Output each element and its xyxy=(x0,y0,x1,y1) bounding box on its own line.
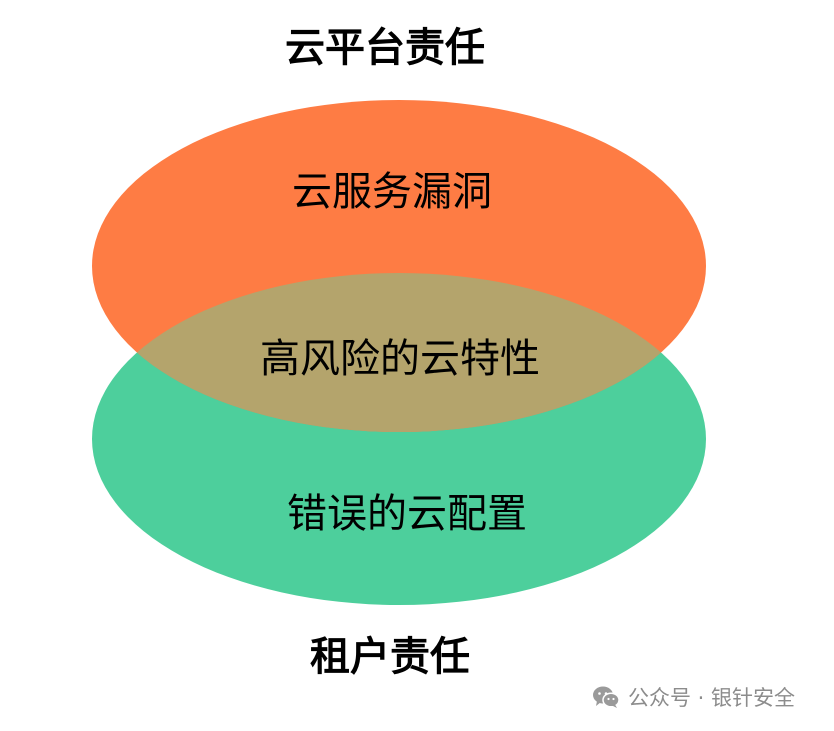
top-region-label: 云服务漏洞 xyxy=(292,169,492,215)
bottom-heading: 租户责任 xyxy=(310,634,470,680)
bottom-region-label: 错误的云配置 xyxy=(287,491,527,537)
overlap-region-label: 高风险的云特性 xyxy=(260,336,540,382)
overlap-region xyxy=(92,273,706,432)
wechat-icon xyxy=(593,686,620,708)
watermark-text: 公众号 · 银针安全 xyxy=(628,686,796,710)
top-heading: 云平台责任 xyxy=(285,25,485,71)
watermark: 公众号 · 银针安全 xyxy=(592,682,795,712)
